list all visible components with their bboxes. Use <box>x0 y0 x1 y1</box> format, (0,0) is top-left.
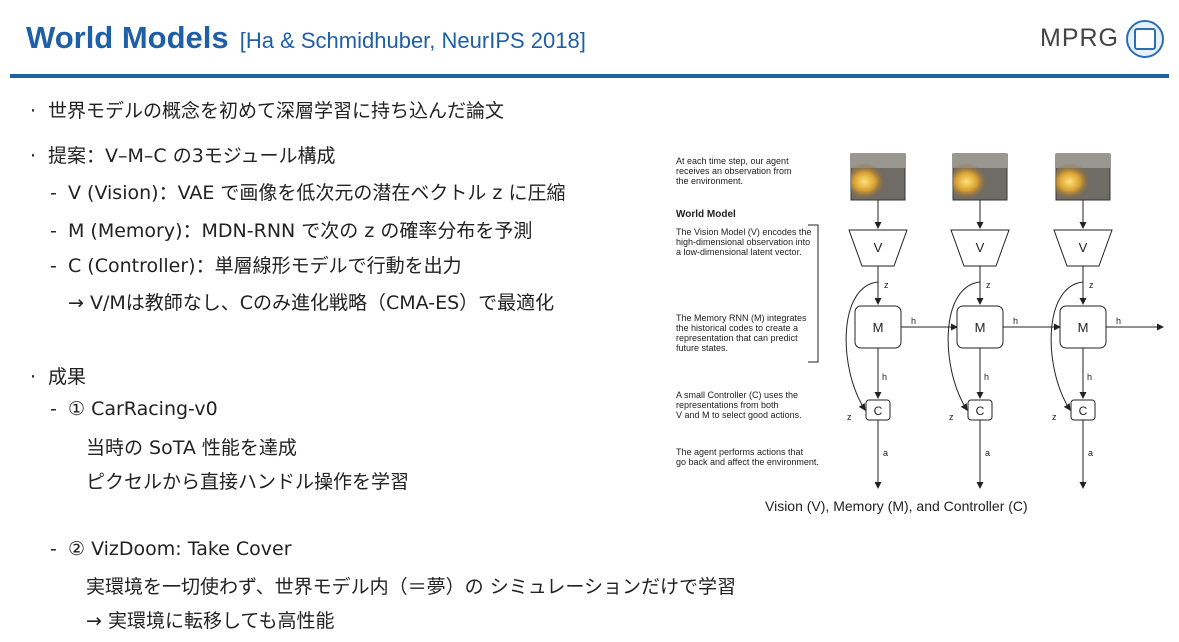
z-curve-to-c <box>947 281 981 411</box>
slide-title: World Models [Ha & Schmidhuber, NeurIPS … <box>26 20 586 56</box>
bullet-text: 成果 <box>48 366 87 388</box>
h-label: h <box>1116 316 1121 326</box>
bullet-text: 世界モデルの概念を初めて深層学習に持ち込んだ論文 <box>48 100 505 122</box>
dash-icon: - <box>50 398 57 420</box>
h-label: h <box>984 372 989 382</box>
h-label: h <box>1013 316 1018 326</box>
a-label: a <box>883 448 888 458</box>
world-model-bracket <box>808 224 819 363</box>
title-main: World Models <box>26 20 229 55</box>
result-label: ① CarRacing-v0 <box>68 398 218 420</box>
controller-label: C <box>874 404 883 418</box>
world-model-label: World Model <box>676 209 736 220</box>
controller-label: C <box>976 404 985 418</box>
frame-fireball <box>1056 154 1110 200</box>
result-label: ② VizDoom: Take Cover <box>68 538 292 560</box>
vision-node <box>848 229 908 267</box>
memory-label: M <box>975 320 986 335</box>
z-label: z <box>949 412 954 422</box>
memory-label: M <box>1078 320 1089 335</box>
dash-icon: - <box>50 538 57 560</box>
controller-label: C <box>1079 404 1088 418</box>
sub-item-text: V (Vision)：VAE で画像を低次元の潜在ベクトル z に圧縮 <box>68 182 566 204</box>
sub-item: -V (Vision)：VAE で画像を低次元の潜在ベクトル z に圧縮 <box>50 178 565 205</box>
z-label: z <box>884 280 889 290</box>
bullet-icon: · <box>30 145 37 167</box>
frame-fireball <box>851 154 905 200</box>
vision-label: V <box>976 240 985 255</box>
dash-icon: - <box>50 255 57 277</box>
title-divider <box>10 74 1169 78</box>
result-item: -① CarRacing-v0 <box>50 398 218 420</box>
result-note: ピクセルから直接ハンドル操作を学習 <box>86 471 410 493</box>
vision-label: V <box>874 240 883 255</box>
vision-label: V <box>1079 240 1088 255</box>
result-note: 実環境を一切使わず、世界モデル内（＝夢）の シミュレーションだけで学習 <box>86 576 736 598</box>
frame-fireball <box>953 154 1007 200</box>
vision-node <box>1053 229 1113 267</box>
sub-item: -M (Memory)：MDN-RNN で次の z の確率分布を予測 <box>50 216 532 243</box>
sub-item-text: C (Controller)：単層線形モデルで行動を出力 <box>68 255 462 277</box>
a-label: a <box>985 448 990 458</box>
sub-item-text: M (Memory)：MDN-RNN で次の z の確率分布を予測 <box>68 220 533 242</box>
z-curve-to-c <box>845 281 879 411</box>
dash-icon: - <box>50 220 57 242</box>
result-note: → 実環境に転移しても高性能 <box>86 610 335 632</box>
university-seal-icon <box>1126 20 1164 58</box>
z-label: z <box>847 412 852 422</box>
sub-item: -C (Controller)：単層線形モデルで行動を出力 <box>50 251 462 278</box>
h-label: h <box>1087 372 1092 382</box>
dash-icon: - <box>50 182 57 204</box>
bullet-icon: · <box>30 366 37 388</box>
z-label: z <box>1089 280 1094 290</box>
figure-caption: Vision (V), Memory (M), and Controller (… <box>765 498 1028 514</box>
bullet-icon: · <box>30 100 37 122</box>
vision-node <box>950 229 1010 267</box>
result-item: -② VizDoom: Take Cover <box>50 538 292 560</box>
h-label: h <box>882 372 887 382</box>
bullet-item: · 世界モデルの概念を初めて深層学習に持ち込んだ論文 <box>30 96 504 123</box>
z-curve-to-c <box>1050 281 1084 411</box>
a-label: a <box>1088 448 1093 458</box>
memory-label: M <box>873 320 884 335</box>
result-note: 当時の SoTA 性能を達成 <box>86 437 297 459</box>
z-label: z <box>1052 412 1057 422</box>
bullet-item: · 提案：V–M–C の3モジュール構成 <box>30 141 335 168</box>
title-citation: [Ha & Schmidhuber, NeurIPS 2018] <box>239 28 586 53</box>
proposal-note: → V/Mは教師なし、Cのみ進化戦略（CMA-ES）で最適化 <box>68 292 555 314</box>
h-label: h <box>911 316 916 326</box>
lab-logo: MPRG <box>1040 18 1170 60</box>
bullet-text: 提案：V–M–C の3モジュール構成 <box>48 145 336 167</box>
bullet-item: · 成果 <box>30 362 86 389</box>
z-label: z <box>986 280 991 290</box>
logo-text: MPRG <box>1040 24 1119 52</box>
